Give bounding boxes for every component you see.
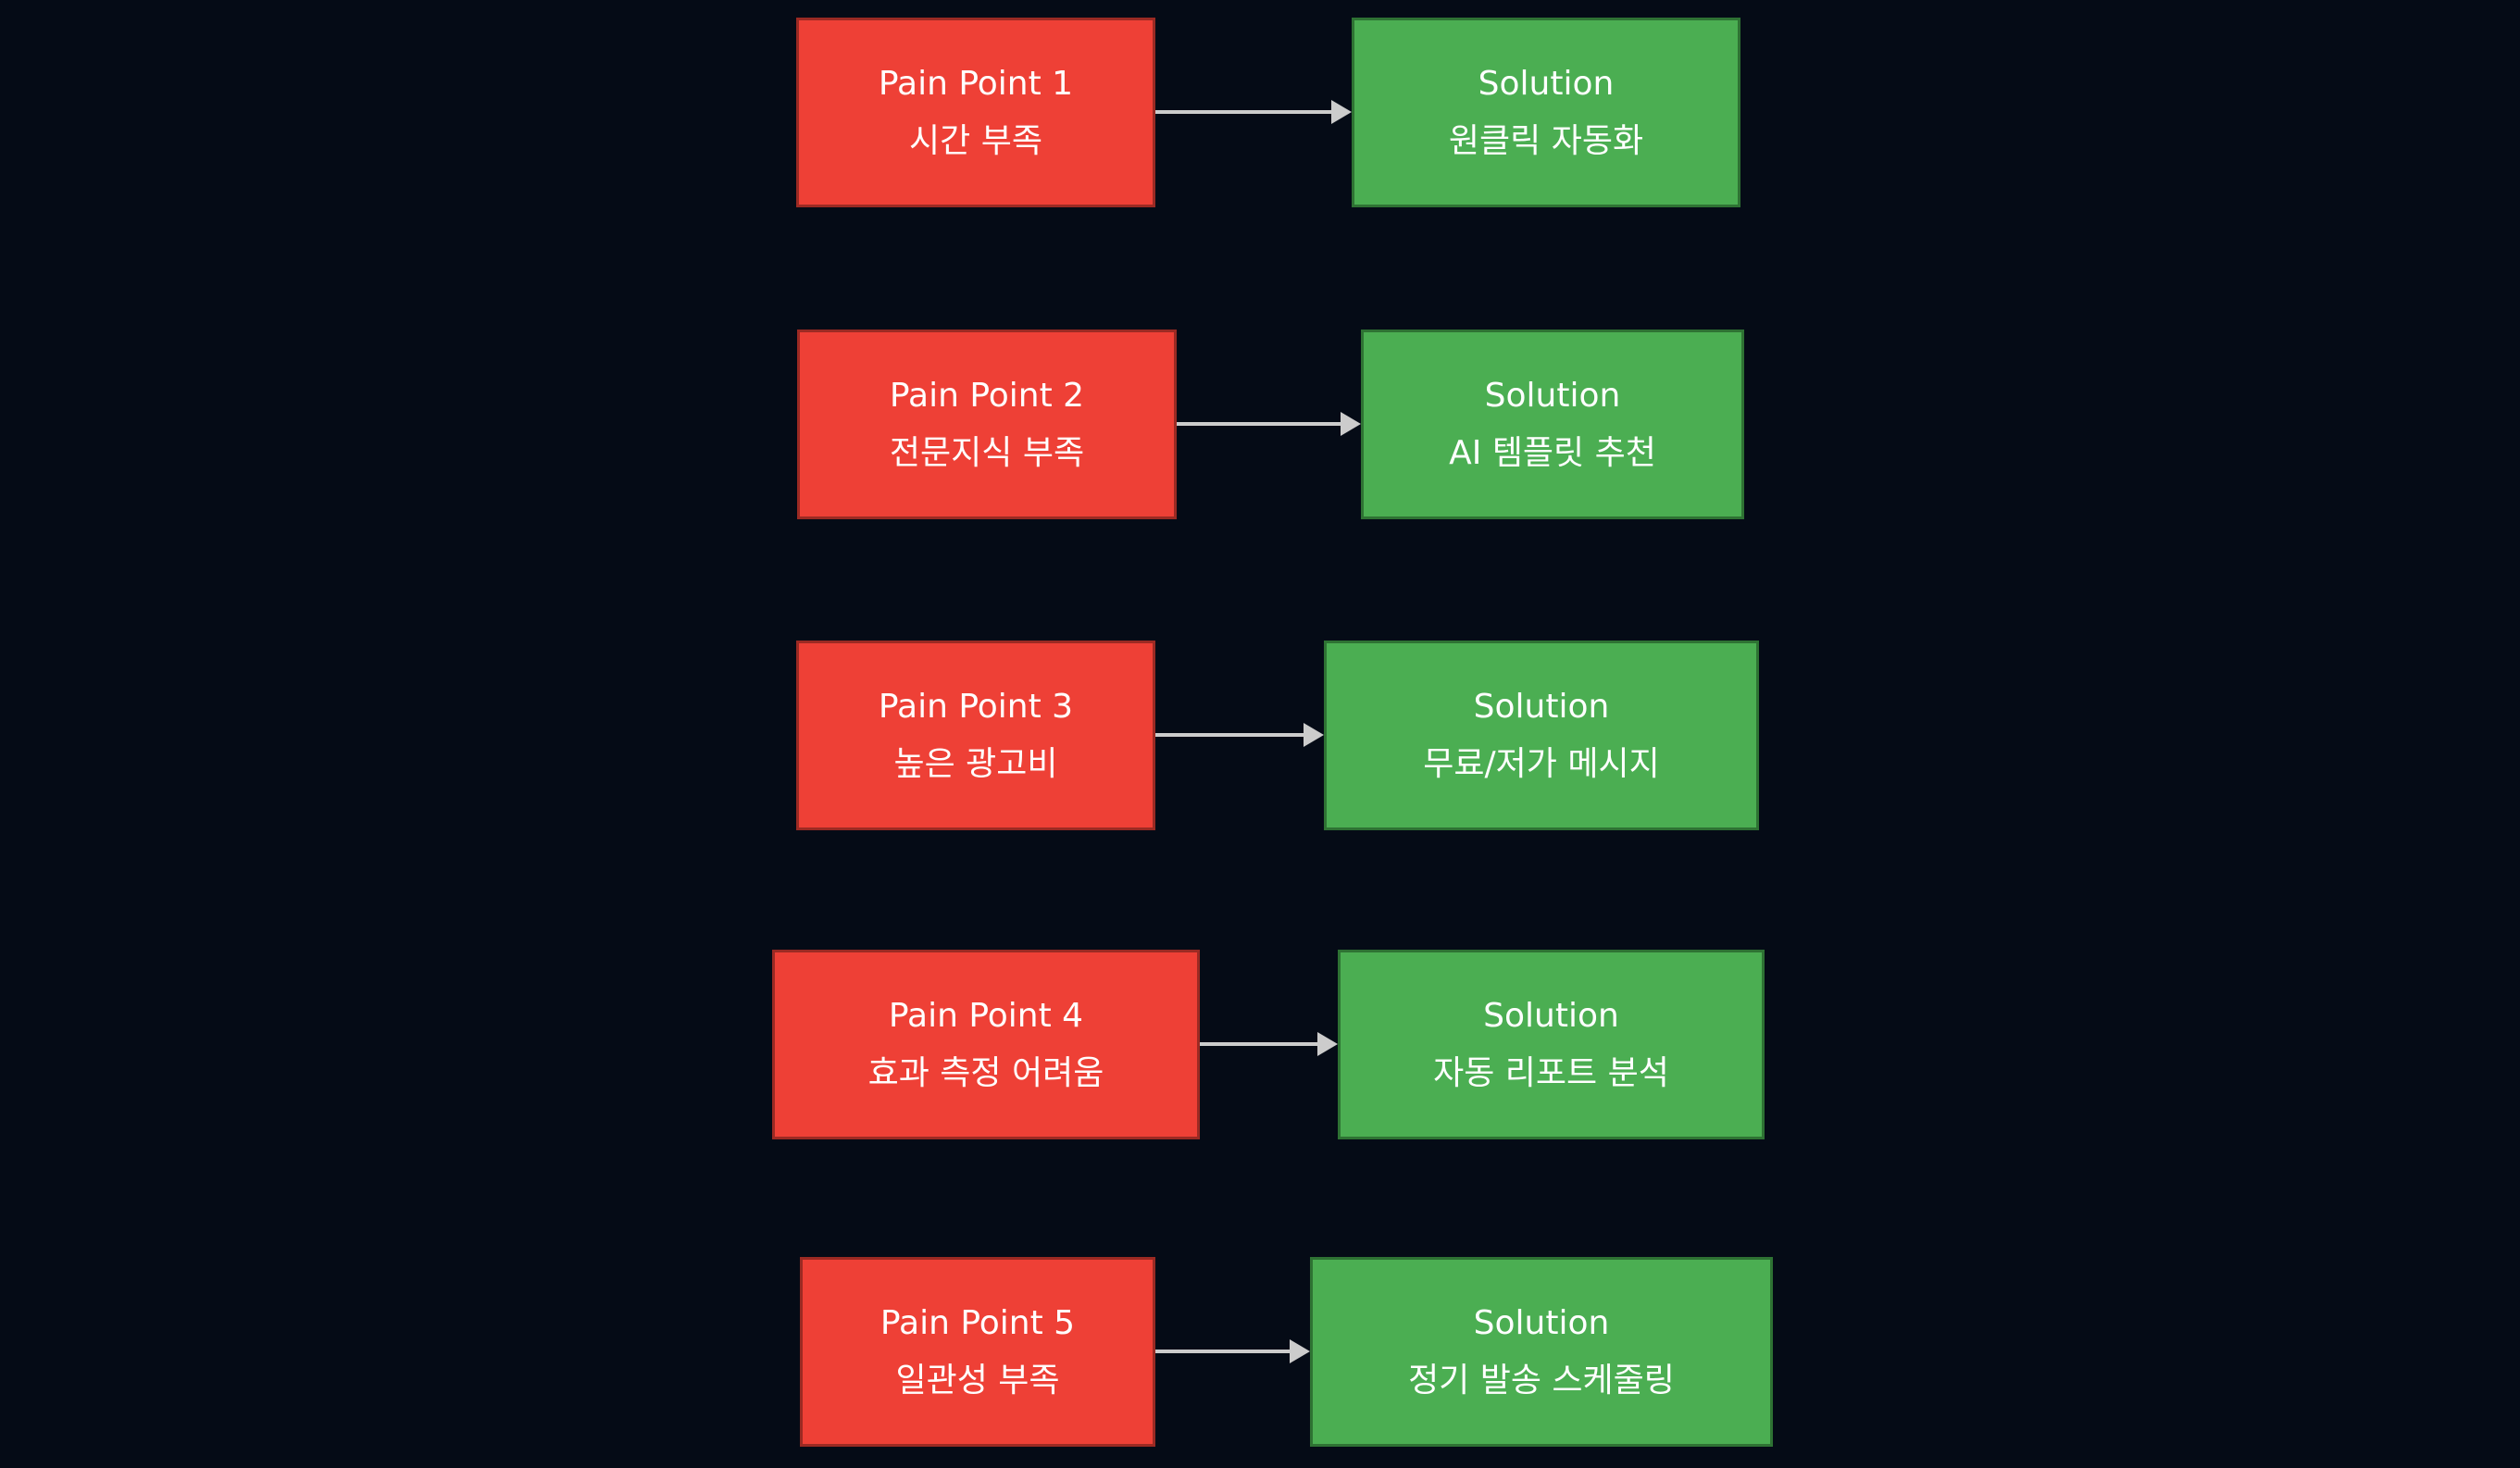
pain-point-title: Pain Point 2: [889, 376, 1085, 415]
pain-point-title: Pain Point 1: [878, 64, 1074, 103]
arrow-right-icon: [1341, 412, 1361, 436]
arrow-shaft: [1200, 1042, 1317, 1046]
arrow-shaft: [1155, 110, 1331, 114]
arrow-right-icon: [1290, 1339, 1310, 1363]
pain-point-label: 전문지식 부족: [889, 433, 1085, 472]
solution-label: AI 템플릿 추천: [1449, 433, 1656, 472]
arrow-shaft: [1155, 733, 1304, 737]
solution-title: Solution: [1484, 376, 1621, 415]
solution-node: Solution AI 템플릿 추천: [1361, 330, 1744, 519]
solution-node: Solution 원클릭 자동화: [1352, 18, 1740, 207]
solution-title: Solution: [1483, 996, 1619, 1035]
arrow-shaft: [1155, 1350, 1290, 1353]
pain-point-label: 높은 광고비: [893, 744, 1058, 783]
pain-point-title: Pain Point 3: [878, 687, 1074, 726]
pain-point-node: Pain Point 1 시간 부족: [796, 18, 1155, 207]
pain-point-node: Pain Point 4 효과 측정 어려움: [772, 950, 1200, 1139]
solution-title: Solution: [1473, 687, 1610, 726]
pain-point-label: 일관성 부족: [895, 1361, 1060, 1400]
solution-node: Solution 자동 리포트 분석: [1338, 950, 1765, 1139]
arrow-right-icon: [1331, 100, 1352, 124]
solution-title: Solution: [1478, 64, 1615, 103]
solution-label: 정기 발송 스케줄링: [1408, 1361, 1675, 1400]
arrow-right-icon: [1317, 1032, 1338, 1056]
solution-node: Solution 무료/저가 메시지: [1324, 641, 1759, 830]
solution-label: 자동 리포트 분석: [1433, 1053, 1669, 1092]
arrow-right-icon: [1304, 723, 1324, 747]
solution-node: Solution 정기 발송 스케줄링: [1310, 1257, 1773, 1447]
pain-point-title: Pain Point 5: [880, 1303, 1076, 1342]
pain-point-node: Pain Point 3 높은 광고비: [796, 641, 1155, 830]
arrow-shaft: [1177, 422, 1341, 426]
solution-label: 무료/저가 메시지: [1423, 744, 1660, 783]
pain-point-node: Pain Point 5 일관성 부족: [800, 1257, 1155, 1447]
solution-label: 원클릭 자동화: [1448, 121, 1644, 160]
pain-point-title: Pain Point 4: [888, 996, 1084, 1035]
solution-title: Solution: [1473, 1303, 1610, 1342]
pain-point-node: Pain Point 2 전문지식 부족: [797, 330, 1177, 519]
pain-point-label: 효과 측정 어려움: [867, 1053, 1104, 1092]
pain-point-label: 시간 부족: [909, 121, 1042, 160]
